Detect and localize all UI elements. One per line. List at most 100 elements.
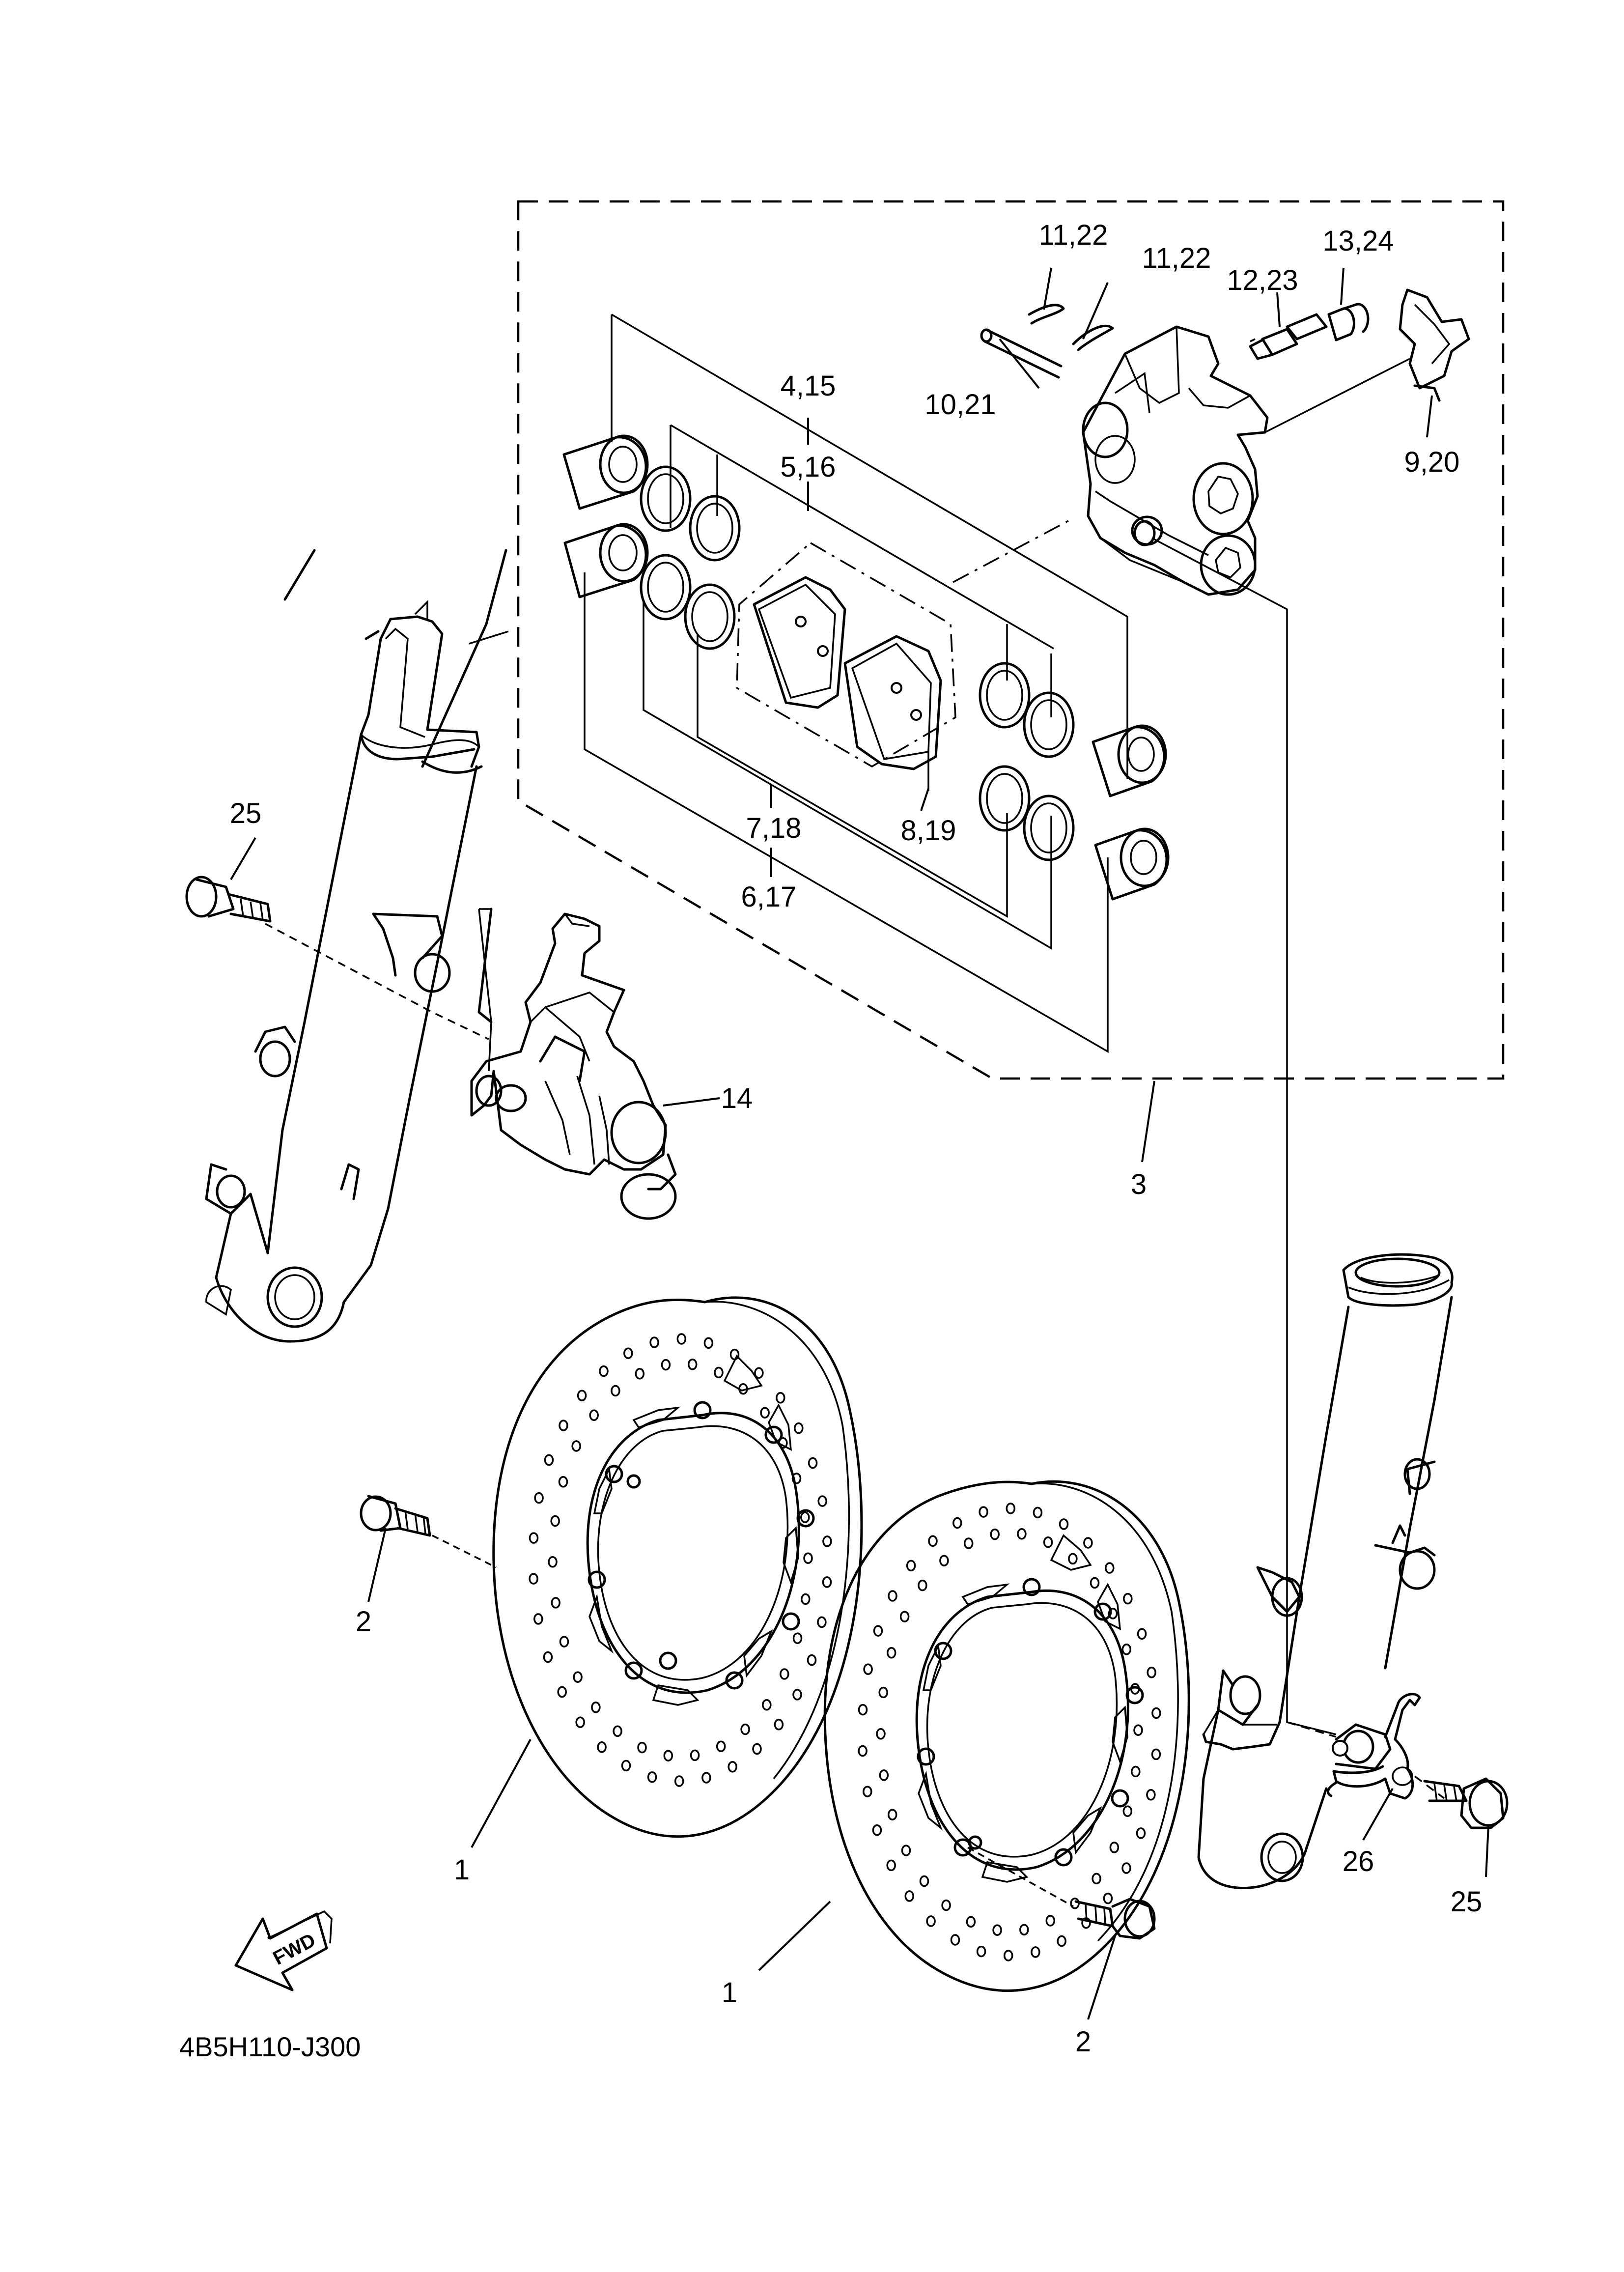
brake-disc-left [492, 1296, 863, 1838]
drill-hole [661, 1359, 671, 1371]
drill-hole [1133, 1724, 1143, 1736]
drill-hole [791, 1473, 802, 1484]
callout-4-15: 4,15 [781, 370, 836, 402]
callout-26: 26 [1343, 1846, 1374, 1877]
brake-hose-clamp [1327, 1693, 1421, 1800]
drill-hole [887, 1809, 897, 1820]
drill-hole [551, 1597, 560, 1609]
bleed-screw-and-cap [1249, 303, 1370, 360]
drill-hole [1103, 1892, 1113, 1904]
drill-hole [676, 1333, 687, 1345]
caliper-mount-axis [1151, 537, 1337, 1735]
disc-bolt-left [360, 1495, 497, 1568]
drill-hole [918, 1579, 927, 1591]
callout-1-left: 1 [454, 1854, 470, 1886]
drill-hole [776, 1392, 785, 1404]
piston-set-lower-right [1094, 827, 1170, 901]
drill-hole [774, 1719, 784, 1731]
caliper-mounting-bolt-left [185, 876, 272, 923]
right-fork-tube [1197, 1253, 1454, 1889]
drill-hole [979, 1506, 988, 1518]
drill-hole [1130, 1683, 1140, 1695]
drill-hole [1043, 1536, 1053, 1548]
caliper-to-fork-dashdot [952, 520, 1069, 583]
pad-spring [1399, 288, 1470, 402]
right-caliper-assembled [1082, 325, 1269, 596]
piston-set-lower-left [563, 523, 649, 598]
drill-hole [1146, 1789, 1156, 1801]
drill-hole [876, 1728, 886, 1740]
drill-hole [703, 1337, 714, 1349]
drill-hole [886, 1859, 896, 1872]
drill-hole [976, 1945, 986, 1958]
bleed-screw-axis [1250, 338, 1256, 342]
drill-hole [529, 1532, 539, 1544]
drill-hole [792, 1632, 803, 1644]
callout-7-18: 7,18 [746, 812, 802, 844]
caliper-bolt-dashed-axis [265, 923, 489, 1040]
drill-hole [963, 1537, 974, 1549]
drill-hole [649, 1336, 659, 1348]
drill-hole [533, 1613, 543, 1625]
piston-seals [640, 465, 1075, 861]
drill-hole [800, 1511, 810, 1523]
drill-hole [687, 1359, 698, 1370]
drill-hole [941, 1899, 951, 1911]
callout-11-22-a: 11,22 [1039, 219, 1108, 251]
drill-hole [1137, 1628, 1147, 1640]
callout-13-24: 13,24 [1322, 225, 1394, 257]
drill-hole [597, 1741, 607, 1753]
drill-hole [807, 1654, 817, 1666]
drill-hole [822, 1535, 832, 1547]
drill-hole [613, 1725, 622, 1737]
exploded-outline-lines [584, 313, 1128, 1053]
drill-hole [1033, 1506, 1043, 1519]
drill-hole [950, 1934, 960, 1946]
callout-leaders [230, 267, 1489, 2020]
drill-hole [872, 1824, 882, 1836]
callout-2-left: 2 [356, 1606, 371, 1638]
drill-hole [575, 1716, 585, 1728]
drill-hole [728, 1761, 737, 1773]
drill-hole [534, 1492, 544, 1504]
drill-hole [879, 1769, 889, 1781]
drill-hole [794, 1422, 804, 1434]
drill-hole [1006, 1503, 1016, 1514]
drill-hole [858, 1745, 868, 1757]
drill-hole [1147, 1667, 1156, 1678]
drill-hole [714, 1366, 724, 1379]
drill-hole [1031, 1946, 1040, 1958]
drill-hole [878, 1686, 888, 1699]
piston-set-upper-right [1092, 724, 1167, 797]
drill-hole [803, 1552, 813, 1564]
left-fork-tube [205, 549, 509, 1343]
pad-pin-and-clips [980, 304, 1114, 379]
drill-hole [647, 1771, 657, 1783]
drill-hole [778, 1437, 788, 1449]
drill-hole [1017, 1528, 1027, 1540]
drill-hole [729, 1348, 740, 1361]
drill-hole [1151, 1748, 1161, 1761]
drill-hole [808, 1457, 818, 1469]
left-caliper [470, 908, 677, 1220]
drill-hole [1131, 1765, 1141, 1778]
drill-hole [559, 1420, 568, 1431]
callout-1-right: 1 [722, 1977, 737, 2009]
drill-hole [635, 1368, 645, 1380]
drill-hole [690, 1749, 700, 1761]
drill-hole [817, 1495, 827, 1507]
drill-hole [573, 1671, 583, 1683]
drill-hole [529, 1573, 538, 1585]
drill-hole [1121, 1644, 1132, 1655]
drill-hole [599, 1365, 609, 1377]
drill-hole [1045, 1915, 1056, 1927]
drill-hole [1105, 1562, 1115, 1574]
drill-hole [637, 1741, 647, 1754]
drill-hole [928, 1535, 938, 1547]
drill-hole [899, 1611, 910, 1622]
drill-hole [952, 1517, 962, 1529]
disc-left-drill-holes [529, 1333, 832, 1787]
drill-hole [901, 1845, 911, 1856]
forward-direction-arrow: FWD [234, 1910, 333, 1991]
drill-hole [801, 1593, 811, 1605]
